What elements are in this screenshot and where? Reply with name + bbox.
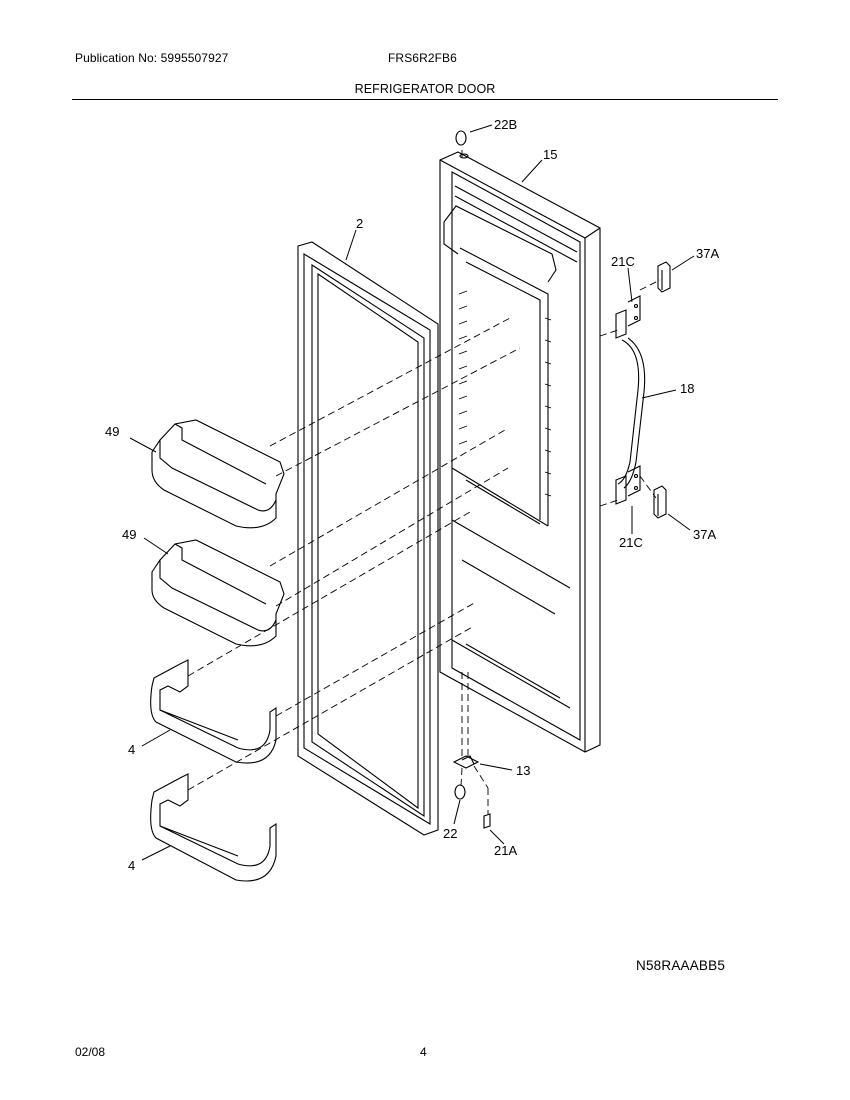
door-bin-49-top bbox=[151, 419, 285, 529]
hinge-bushing-bottom bbox=[454, 784, 466, 800]
door-gasket bbox=[297, 241, 439, 836]
bottom-hinge-bracket bbox=[452, 755, 480, 769]
hinge-screw bbox=[483, 813, 491, 829]
page-title: REFRIGERATOR DOOR bbox=[354, 82, 496, 96]
hinge-bushing-top bbox=[455, 130, 469, 159]
diagram-code: N58RAAABB5 bbox=[636, 958, 726, 973]
callout-13: 13 bbox=[516, 763, 530, 778]
publication-number: Publication No: 5995507927 bbox=[75, 51, 229, 65]
header-divider bbox=[72, 99, 778, 100]
callout-22: 22 bbox=[443, 826, 457, 841]
footer-date: 02/08 bbox=[75, 1045, 106, 1059]
callout-4-top: 4 bbox=[128, 742, 135, 757]
door-bin-4-top bbox=[150, 659, 277, 764]
handle-mount-bottom bbox=[615, 465, 641, 505]
callout-labels: 22B 15 2 21C 37A 18 49 49 21C 37A 4 4 13… bbox=[105, 117, 719, 873]
page-number: 4 bbox=[420, 1045, 427, 1059]
refrigerator-door bbox=[439, 151, 601, 753]
explode-lines bbox=[187, 150, 661, 814]
callout-37a-bottom: 37A bbox=[693, 527, 716, 542]
callout-21a: 21A bbox=[494, 843, 517, 858]
callout-49-bottom: 49 bbox=[122, 527, 136, 542]
door-bin-4-bottom bbox=[150, 773, 277, 882]
callout-21c-bottom: 21C bbox=[619, 535, 643, 550]
callout-21c-top: 21C bbox=[611, 254, 635, 269]
handle-cap-top bbox=[657, 261, 671, 293]
callout-4-bottom: 4 bbox=[128, 858, 135, 873]
shelf-supports bbox=[458, 290, 552, 497]
callout-15: 15 bbox=[543, 147, 557, 162]
callout-37a-top: 37A bbox=[696, 246, 719, 261]
door-handle bbox=[617, 337, 646, 489]
callout-18: 18 bbox=[680, 381, 694, 396]
callout-49-top: 49 bbox=[105, 424, 119, 439]
model-number: FRS6R2FB6 bbox=[388, 51, 457, 65]
callout-2: 2 bbox=[356, 216, 363, 231]
handle-cap-bottom bbox=[653, 485, 667, 519]
handle-mount-top bbox=[615, 295, 641, 339]
door-bin-49-bottom bbox=[151, 539, 285, 647]
leader-lines bbox=[129, 124, 695, 861]
callout-22b: 22B bbox=[494, 117, 517, 132]
